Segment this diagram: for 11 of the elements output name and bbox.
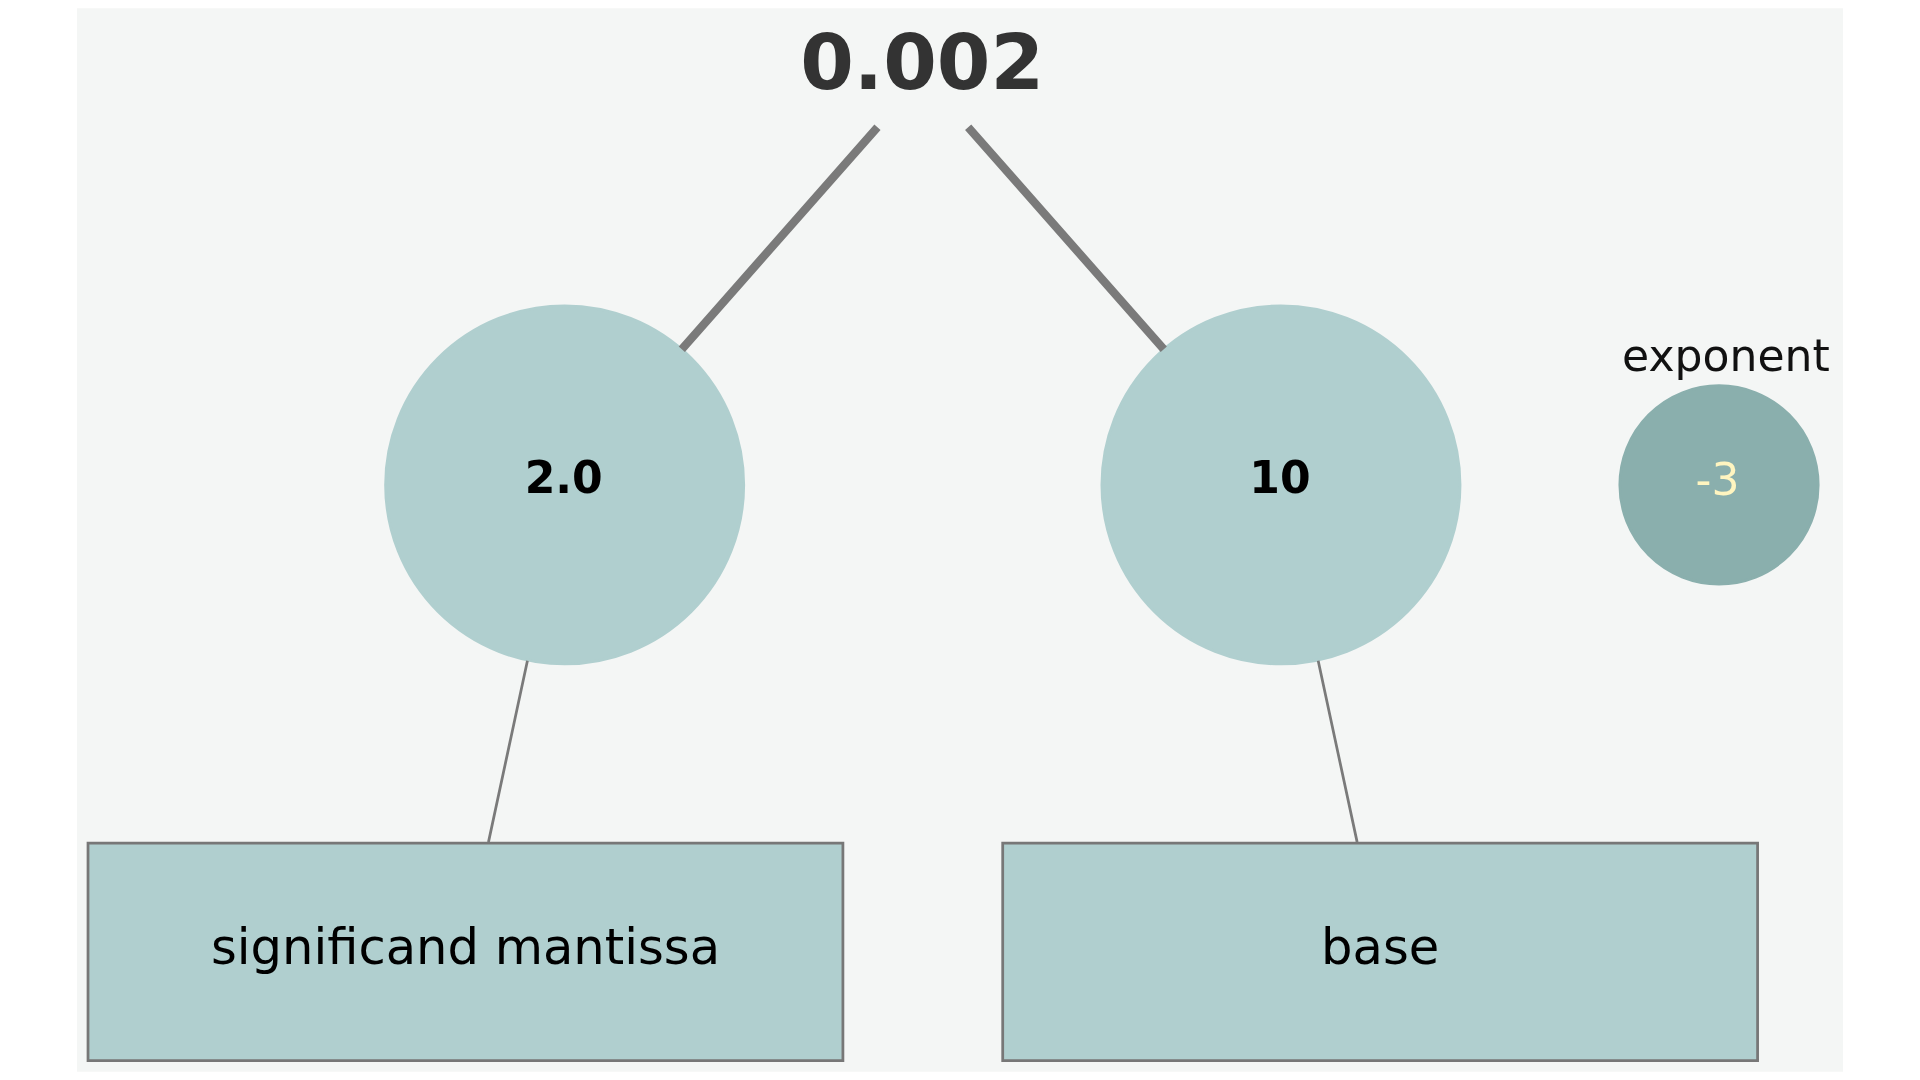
node-circle: -3 [1618,384,1820,586]
node-box: base [1001,841,1759,1063]
node-circle: 2.0 [384,304,746,666]
node-label: exponent [1622,330,1830,382]
node-text: 0.002 [800,17,1045,108]
connector [1316,660,1359,843]
connector [965,124,1167,352]
node-box: significand mantissa [86,841,845,1063]
connector [678,124,881,352]
node-circle: 10 [1100,304,1462,666]
connector [487,660,529,843]
